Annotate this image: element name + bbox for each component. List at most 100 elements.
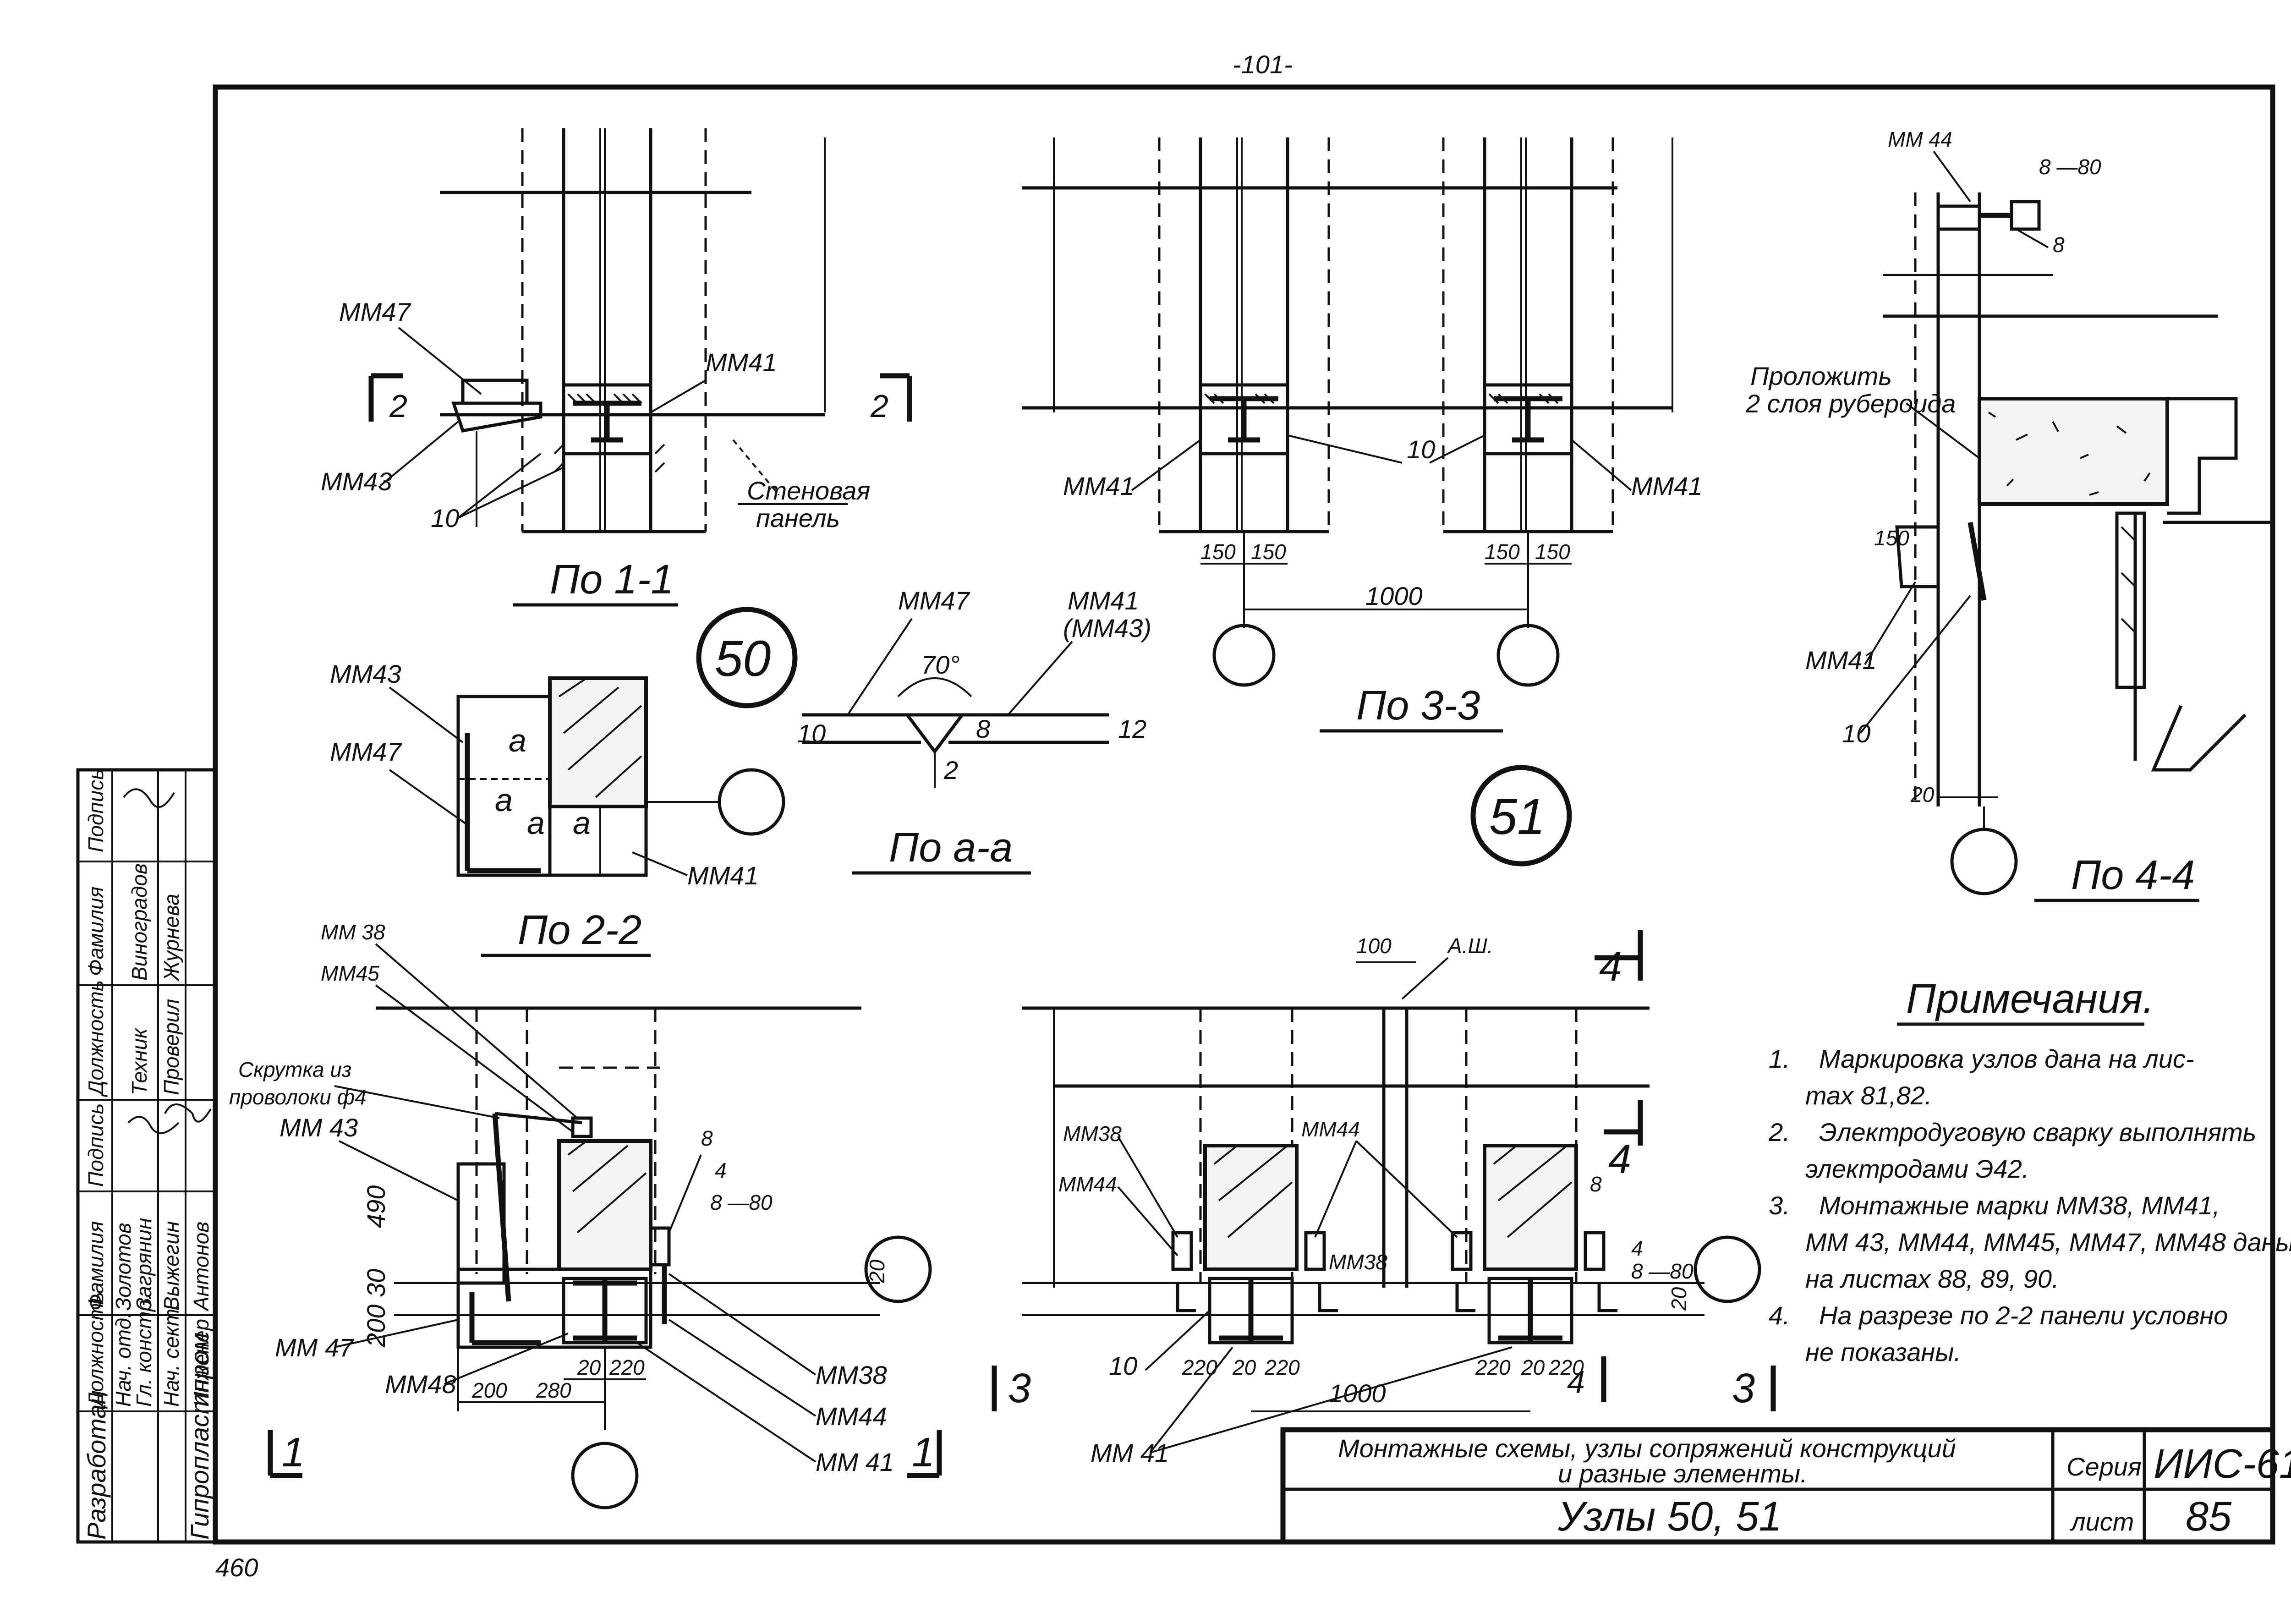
dim-a-2: а — [495, 782, 513, 818]
dim-200-30: 200 30 — [362, 1269, 390, 1348]
note-1-num: 1. — [1769, 1044, 1790, 1073]
note-2-line1: Электродуговую сварку выполнять — [1819, 1118, 2256, 1147]
mark-mm47-a: ММ47 — [339, 297, 411, 326]
mark-mm47-c: ММ47 — [898, 586, 970, 615]
dim-20-d: 20 — [1232, 1355, 1256, 1379]
title-sheet-value: 85 — [2186, 1494, 2232, 1540]
axis-label: А.Ш. — [1447, 934, 1493, 958]
section-marker-1-right: 1 — [912, 1430, 935, 1476]
dim-10-b: 10 — [1407, 435, 1435, 464]
dim-8-44: 8 — [2053, 233, 2065, 257]
ruberoid-label-2: 2 слоя рубероида — [1745, 389, 1956, 418]
dim-220-e: 220 — [1548, 1355, 1584, 1379]
sig-organization: Гипропластпром — [185, 1333, 214, 1540]
section-3-3: ММ41 ММ41 10 150 150 150 150 1000 По 3-3 — [1022, 137, 1703, 733]
note-3-line1: Монтажные марки ММ38, ММ41, — [1819, 1191, 2220, 1220]
title-sheet-label: лист — [2070, 1507, 2134, 1536]
dim-150-44: 150 — [1874, 526, 1909, 550]
dim-20-a: 20 — [865, 1259, 889, 1284]
mark-mm48-a: ММ48 — [385, 1370, 456, 1399]
section-2-2: а а а а ММ43 ММ47 ММ41 По 2-2 — [330, 659, 785, 957]
mark-mm45-a: ММ45 — [321, 961, 379, 985]
section-marker-4-top: 4 — [1599, 944, 1622, 990]
node-50-section: ММ 38 ММ45 Скрутка из проволоки ф4 ММ 43… — [229, 920, 942, 1509]
dim-20-e: 20 — [1521, 1355, 1545, 1379]
dim-10-aa: 10 — [797, 719, 826, 748]
note-4-line2: не показаны. — [1805, 1338, 1961, 1366]
note-4-line1: На разрезе по 2-2 панели условно — [1819, 1301, 2228, 1330]
mark-mm41-h: ММ 41 — [1091, 1438, 1169, 1467]
section-a-a: 70° ММ47 ММ41 (ММ43) 8 10 12 2 По а-а — [797, 586, 1151, 875]
dim-280-a: 280 — [536, 1378, 571, 1402]
dim-220-d: 220 — [1475, 1355, 1511, 1379]
dim-2-aa: 2 — [943, 756, 958, 785]
mark-mm38-d: ММ38 — [1329, 1250, 1387, 1274]
mark-mm38-a: ММ 38 — [321, 920, 385, 944]
node-51-callout: 51 — [1470, 765, 1572, 867]
notes-title: Примечания. — [1906, 976, 2154, 1022]
section-marker-2-right: 2 — [870, 388, 888, 424]
sig-surname-zolotov: Золотов — [111, 1223, 135, 1311]
sig-position-inzhener: Инженер — [189, 1319, 213, 1407]
node-50-number: 50 — [715, 631, 771, 687]
dim-150-c: 150 — [1485, 540, 1520, 564]
sheet-corner-number: 460 — [215, 1553, 258, 1582]
sig-surname-vyzhegin: Выжегин — [159, 1221, 183, 1311]
sig-position-technik: Техник — [127, 1027, 151, 1095]
dim-220-c: 220 — [1264, 1355, 1300, 1379]
dim-490: 490 — [362, 1185, 390, 1228]
sig-surname-vinogradov: Виноградов — [127, 863, 151, 981]
dim-20-c: 20 — [1667, 1287, 1691, 1311]
mark-mm43-d: ММ 43 — [280, 1113, 358, 1142]
sig-header-signature-2: Подпись — [84, 1103, 108, 1187]
sig-developed: Разработан — [82, 1390, 111, 1540]
section-title-2-2: По 2-2 — [518, 907, 641, 953]
section-marker-4-bottom: 4 — [1567, 1364, 1585, 1400]
sig-header-position-2: Должность — [84, 1292, 108, 1409]
mark-mm43-c: (ММ43) — [1063, 614, 1151, 642]
wire-label-2: проволоки ф4 — [229, 1085, 367, 1109]
mark-mm44-d: ММ44 — [1301, 1117, 1360, 1141]
title-description-1: Монтажные схемы, узлы сопряжений констру… — [1338, 1434, 1956, 1463]
mark-mm44-b: ММ44 — [816, 1402, 887, 1431]
wall-panel-label-2: панель — [756, 504, 840, 532]
title-series-value: ИИС-61 — [2154, 1441, 2291, 1487]
section-1-1: ММ47 ММ41 ММ43 10 Стеновая панель 2 2 По… — [321, 128, 912, 607]
sig-position-nach-otd: Нач. отд. — [111, 1312, 135, 1407]
note-1-line2: тах 81,82. — [1805, 1081, 1932, 1110]
dim-4-a: 4 — [715, 1158, 727, 1182]
note-1-line1: Маркировка узлов дана на лис- — [1819, 1044, 2194, 1073]
section-marker-4-mid: 4 — [1608, 1136, 1631, 1182]
section-title-4-4: По 4-4 — [2071, 852, 2195, 898]
section-title-a-a: По а-а — [889, 825, 1013, 871]
note-2-line2: электродами Э42. — [1805, 1154, 2029, 1183]
dim-a-4: а — [573, 805, 591, 841]
mark-mm44-c: ММ44 — [1058, 1172, 1117, 1196]
dim-150-a: 150 — [1200, 540, 1236, 564]
page-number: -101- — [1233, 50, 1293, 79]
mark-mm43-a: ММ43 — [321, 467, 392, 496]
sig-surname-zhurneva: Журнева — [159, 894, 183, 982]
wire-label-1: Скрутка из — [238, 1058, 351, 1081]
section-title-1-1: По 1-1 — [550, 557, 674, 603]
dim-12-aa: 12 — [1118, 714, 1146, 743]
dim-a-1: а — [509, 723, 526, 758]
mark-mm41-f: ММ41 — [1805, 646, 1877, 675]
mark-mm44-a: ММ 44 — [1888, 127, 1952, 151]
node-51-number: 51 — [1489, 789, 1545, 845]
sig-position-nach-sekt: Нач. сект. — [159, 1303, 183, 1407]
mark-mm38-c: ММ38 — [1063, 1122, 1122, 1146]
sig-header-signature: Подпись — [84, 769, 108, 852]
mark-mm41-g: ММ 41 — [816, 1448, 894, 1476]
note-3-line2: ММ 43, ММ44, ММ45, ММ47, ММ48 даны — [1805, 1228, 2291, 1256]
mark-mm47-b: ММ47 — [330, 737, 402, 766]
dim-8-aa: 8 — [976, 714, 990, 743]
dim-4-b: 4 — [1631, 1236, 1643, 1260]
mark-mm47-d: ММ 47 — [275, 1333, 354, 1362]
dim-150-d: 150 — [1535, 540, 1570, 564]
mark-mm41-d: ММ41 — [1063, 472, 1135, 500]
sig-surname-zagryanin: Загрянин — [132, 1218, 156, 1311]
mark-mm41-b: ММ41 — [687, 861, 759, 890]
section-marker-1-left: 1 — [282, 1430, 305, 1476]
sig-position-gl-konstr: Гл. констр. — [132, 1294, 156, 1407]
